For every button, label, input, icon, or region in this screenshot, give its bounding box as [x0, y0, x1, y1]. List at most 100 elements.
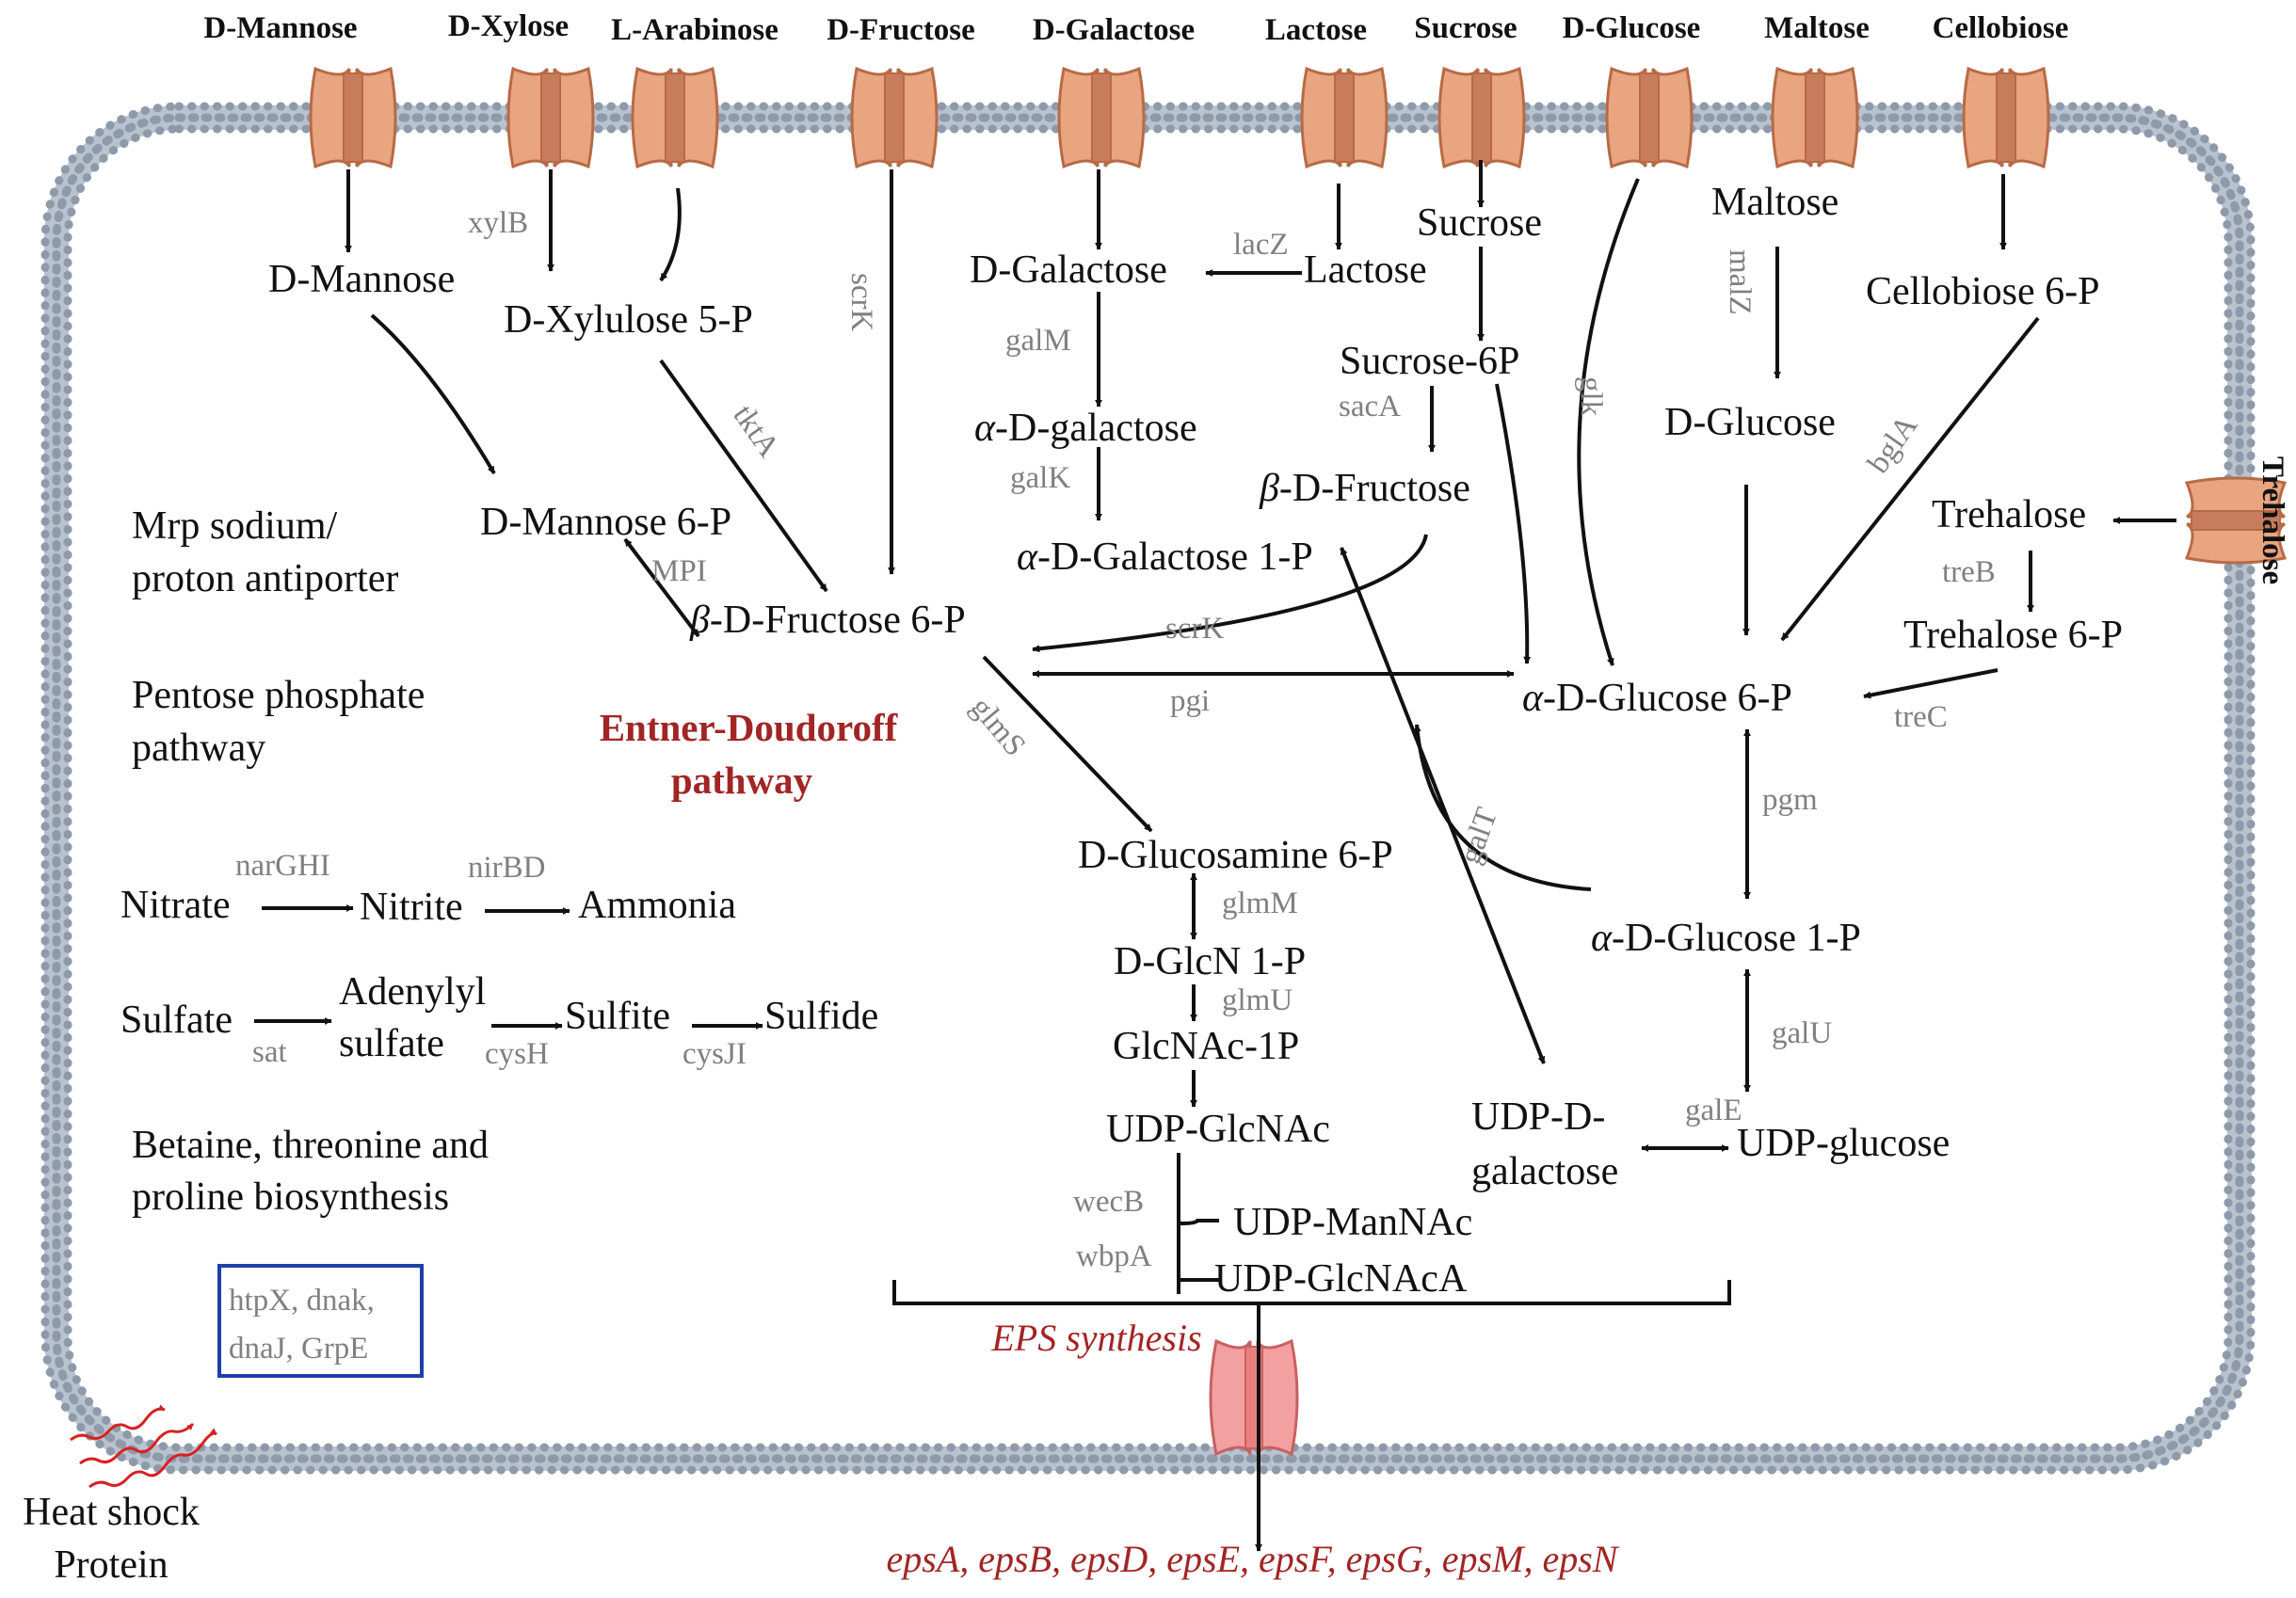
eps-exporter-icon — [1209, 1338, 1299, 1457]
metabolite-label: α-D-galactose — [974, 407, 1197, 450]
pathway-arrows — [254, 160, 2176, 1552]
metabolite-label: D-Glucose — [1664, 401, 1836, 444]
adenylyl-label: sulfate — [339, 1022, 444, 1065]
metabolite-label: UDP-D- — [1471, 1095, 1605, 1139]
heat-shock-label: Heat shock Protein — [23, 1491, 200, 1587]
mrp-label: proton antiporter — [132, 557, 398, 600]
transporter-icon — [1605, 67, 1694, 168]
sugar-label: Lactose — [1265, 13, 1367, 47]
metabolite-label: Maltose — [1711, 181, 1838, 224]
extracellular-sugars: D-Mannose D-Xylose L-Arabinose D-Fructos… — [203, 9, 2289, 584]
sugar-label: Cellobiose — [1933, 11, 2069, 45]
metabolite-label: D-GlcN 1-P — [1114, 940, 1306, 983]
sugar-label: D-Xylose — [448, 9, 569, 43]
enzyme-label: galT — [1453, 804, 1505, 869]
metabolite-label: GlcNAc-1P — [1113, 1025, 1299, 1068]
metabolite-label: UDP-GlcNAc — [1106, 1108, 1330, 1151]
enzyme-label: sat — [252, 1035, 287, 1069]
sulfate-label: Sulfate — [120, 999, 233, 1042]
metabolite-label: α-D-Glucose 1-P — [1591, 917, 1861, 960]
enzyme-label: MPI — [651, 554, 707, 588]
metabolite-label: D-Mannose 6-P — [480, 501, 731, 544]
sugar-label: D-Fructose — [827, 13, 975, 47]
greek-letter: α — [1522, 677, 1544, 720]
metabolite-label: β-D-Fructose 6-P — [689, 599, 966, 642]
enzyme-label: glk — [1574, 376, 1608, 417]
eps-title: EPS synthesis — [990, 1317, 1201, 1359]
svg-text:htpX, dnak,: htpX, dnak, — [229, 1284, 375, 1318]
svg-text:Protein: Protein — [54, 1543, 168, 1587]
transporter-icon — [1962, 67, 2050, 168]
greek-letter: α — [1017, 535, 1038, 579]
left-panel-enzymes: narGHI nirBD sat cysH cysJI — [235, 849, 747, 1071]
svg-text:pathway: pathway — [671, 759, 813, 802]
sugar-label: D-Mannose — [203, 11, 357, 45]
metabolite-label: Trehalose — [1932, 493, 2086, 536]
metabolite-label: D-Xylulose 5-P — [504, 298, 753, 342]
metabolite-label: UDP-GlcNAcA — [1214, 1257, 1468, 1301]
transporter-icon — [506, 67, 595, 168]
heat-shock-gene-box — [217, 1264, 424, 1378]
enzyme-label: cysH — [485, 1037, 549, 1071]
enzyme-label: treB — [1942, 555, 1996, 589]
enzyme-label: galE — [1685, 1094, 1742, 1127]
greek-letter: β — [1259, 467, 1279, 510]
sugar-label: D-Glucose — [1563, 11, 1701, 45]
enzyme-label: malZ — [1723, 249, 1757, 315]
metabolite-label: Sucrose-6P — [1340, 340, 1519, 383]
eps-genes: epsA, epsB, epsD, epsE, epsF, epsG, epsM… — [887, 1538, 1620, 1580]
eps-labels: EPS synthesis epsA, epsB, epsD, epsE, ep… — [887, 1317, 1620, 1580]
greek-letter: α — [974, 407, 996, 450]
greek-letter: α — [1591, 917, 1613, 960]
metabolite-label: D-Glucosamine 6-P — [1078, 834, 1393, 877]
sugar-label: Trehalose — [2256, 456, 2289, 584]
metabolite-label: β-D-Fructose — [1259, 467, 1470, 510]
metabolite-label: D-Galactose — [970, 248, 1167, 292]
enzyme-label: nirBD — [468, 851, 546, 885]
metabolite-label: Trehalose 6-P — [1903, 614, 2123, 657]
enzyme-label: scrK — [1165, 612, 1224, 646]
transporter-icon — [631, 67, 719, 168]
enzyme-label: treC — [1894, 700, 1948, 734]
enzyme-label: bglA — [1861, 409, 1924, 480]
metabolite-label: galactose — [1471, 1150, 1618, 1193]
ppp-label: Pentose phosphate — [132, 674, 425, 717]
enzyme-label: wecB — [1073, 1185, 1144, 1219]
betaine-label: proline biosynthesis — [132, 1175, 449, 1219]
transporter-icon — [309, 67, 397, 168]
left-panel: Mrp sodium/ proton antiporter Pentose ph… — [120, 504, 878, 1219]
sugar-label: Sucrose — [1414, 11, 1517, 45]
svg-text:Heat shock: Heat shock — [23, 1491, 200, 1534]
sulfite-label: Sulfite — [565, 995, 670, 1038]
heat-shock-genes: htpX, dnak, dnaJ, GrpE — [229, 1284, 375, 1366]
metabolite-label: D-Mannose — [268, 258, 455, 301]
transporter-icon — [1057, 67, 1146, 168]
enzyme-label: tktA — [726, 399, 785, 464]
adenylyl-label: Adenylyl — [339, 970, 486, 1014]
sugar-label: D-Galactose — [1033, 13, 1195, 47]
nitrate-label: Nitrate — [120, 884, 231, 927]
transporter-icon — [1771, 67, 1859, 168]
enzyme-label: glmM — [1222, 887, 1298, 920]
cell-membrane — [40, 102, 2256, 1475]
enzyme-label: lacZ — [1233, 228, 1289, 262]
enzyme-label: pgi — [1170, 684, 1210, 718]
transporter-icon — [1437, 67, 1526, 168]
enzyme-label: scrK — [844, 273, 878, 331]
metabolite-label: UDP-glucose — [1737, 1122, 1950, 1165]
enzyme-label: cysJI — [682, 1037, 747, 1071]
enzyme-label: galU — [1772, 1016, 1832, 1050]
transporter-icon — [850, 67, 939, 168]
enzyme-label: pgm — [1762, 783, 1818, 817]
ammonia-label: Ammonia — [578, 884, 736, 927]
enzyme-label: xylB — [468, 206, 528, 240]
greek-letter: β — [689, 599, 710, 642]
enzyme-label: galK — [1010, 461, 1070, 495]
transporter-icon — [1300, 67, 1389, 168]
metabolite-label: Lactose — [1304, 248, 1427, 292]
sugar-label: L-Arabinose — [611, 13, 779, 47]
metabolite-label: UDP-ManNAc — [1233, 1201, 1472, 1244]
metabolites: D-Mannose D-Xylulose 5-P D-Mannose 6-P β… — [268, 181, 2123, 1301]
sulfide-label: Sulfide — [764, 995, 878, 1038]
